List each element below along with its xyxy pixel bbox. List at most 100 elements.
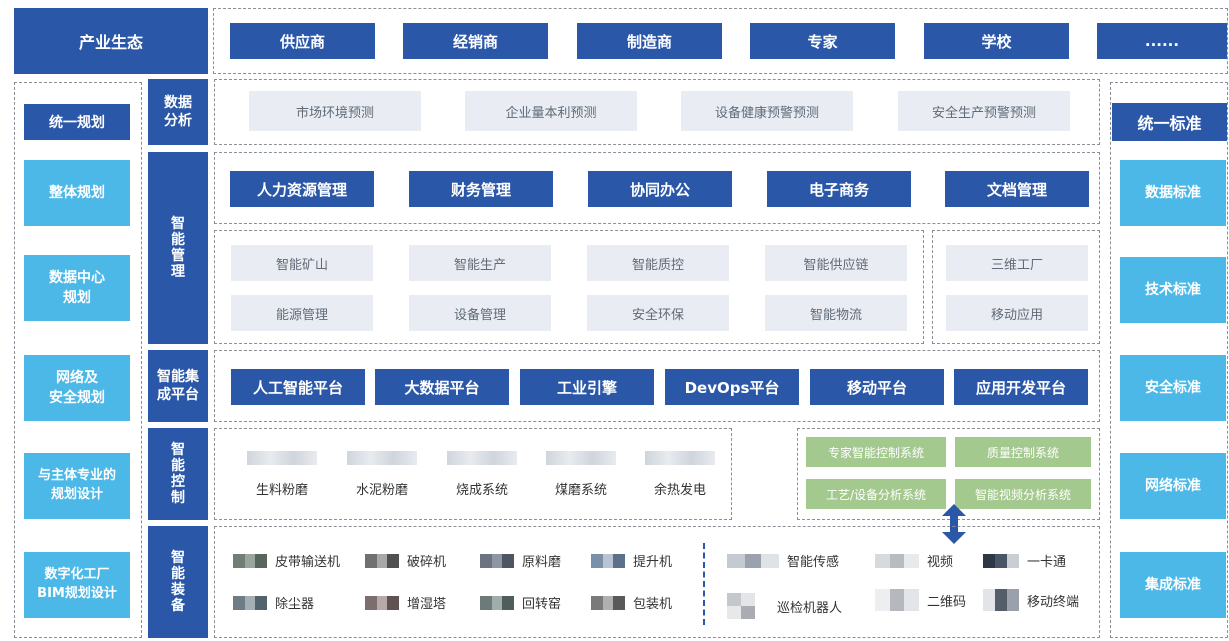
equipment-divider	[703, 543, 705, 625]
device-item: 巡检机器人	[727, 593, 842, 619]
mgmt-grid-item: 智能供应链	[765, 245, 907, 281]
device-item: 视频	[875, 551, 953, 570]
rotary-kiln-icon	[480, 595, 514, 610]
data-analysis-label: 数据 分析	[148, 79, 208, 145]
equipment-label: 除尘器	[275, 597, 315, 612]
right-title: 统一标准	[1112, 103, 1227, 141]
control-item: 生料粉磨	[237, 451, 327, 498]
left-title: 统一规划	[24, 104, 130, 140]
integration-container: 人工智能平台 大数据平台 工业引擎 DevOps平台 移动平台 应用开发平台	[214, 350, 1100, 422]
control-thumbnail-icon	[546, 451, 616, 465]
integration-item: 移动平台	[810, 369, 944, 405]
inspection-robot-icon	[727, 593, 755, 619]
control-label: 智 能 控 制	[148, 428, 208, 520]
control-item: 水泥粉磨	[337, 451, 427, 498]
equipment-label: 原料磨	[522, 555, 562, 570]
industry-item: 专家	[750, 23, 895, 59]
right-column	[1110, 82, 1228, 638]
mgmt-grid-item: 设备管理	[409, 295, 551, 331]
crusher-icon	[365, 553, 399, 568]
elevator-icon	[591, 553, 625, 568]
equipment-item: 提升机	[591, 551, 672, 570]
right-item: 网络标准	[1120, 453, 1226, 519]
analysis-item: 设备健康预警预测	[681, 91, 853, 131]
left-item: 数字化工厂 BIM规划设计	[24, 552, 130, 618]
control-system: 专家智能控制系统	[806, 437, 946, 467]
integration-label: 智能集 成平台	[148, 350, 208, 422]
control-item-label: 余热发电	[653, 483, 706, 498]
mgmt-top-item: 人力资源管理	[230, 171, 374, 207]
analysis-item: 市场环境预测	[249, 91, 421, 131]
device-label: 一卡通	[1027, 555, 1067, 570]
equipment-label: 提升机	[633, 555, 673, 570]
control-thumbnail-icon	[645, 451, 715, 465]
video-camera-icon	[875, 553, 919, 568]
left-item: 数据中心 规划	[24, 255, 130, 321]
integration-item: 应用开发平台	[954, 369, 1088, 405]
equipment-label: 破碎机	[407, 555, 447, 570]
mgmt-grid-item: 智能质控	[587, 245, 729, 281]
industry-item: ......	[1097, 23, 1227, 59]
right-item: 数据标准	[1120, 160, 1226, 226]
equipment-label: 智 能 装 备	[148, 526, 208, 638]
device-label: 视频	[927, 555, 954, 570]
double-arrow-icon	[942, 504, 966, 544]
control-item-label: 煤磨系统	[554, 483, 607, 498]
data-analysis-container: 市场环境预测 企业量本利预测 设备健康预警预测 安全生产预警预测	[214, 79, 1100, 145]
mgmt-grid-container: 智能矿山 智能生产 智能质控 智能供应链 能源管理 设备管理 安全环保 智能物流	[214, 230, 924, 344]
mgmt-grid-item: 智能生产	[409, 245, 551, 281]
equipment-item: 回转窑	[480, 593, 561, 612]
access-card-icon	[983, 553, 1019, 568]
device-item: 移动终端	[983, 589, 1079, 611]
mgmt-side-container: 三维工厂 移动应用	[932, 230, 1100, 344]
right-item: 安全标准	[1120, 355, 1226, 421]
equipment-item: 包装机	[591, 593, 672, 612]
control-thumbnail-icon	[447, 451, 517, 465]
analysis-item: 企业量本利预测	[465, 91, 637, 131]
equipment-item: 皮带输送机	[233, 551, 340, 570]
control-item-label: 生料粉磨	[255, 483, 308, 498]
mgmt-top-container: 人力资源管理 财务管理 协同办公 电子商务 文档管理	[214, 152, 1100, 224]
equipment-container: 皮带输送机 破碎机 原料磨 提升机 除尘器 增湿塔 回转窑 包装机 智能传感 视…	[214, 526, 1100, 638]
control-item: 煤磨系统	[536, 451, 626, 498]
industry-item: 经销商	[403, 23, 548, 59]
equipment-item: 增湿塔	[365, 593, 446, 612]
control-item-label: 烧成系统	[455, 483, 508, 498]
dust-collector-icon	[233, 595, 267, 610]
control-thumbnail-icon	[347, 451, 417, 465]
device-label: 巡检机器人	[777, 600, 843, 616]
industry-item: 学校	[924, 23, 1069, 59]
left-item: 与主体专业的 规划设计	[24, 453, 130, 519]
qr-code-icon	[875, 589, 919, 611]
mgmt-top-item: 协同办公	[588, 171, 732, 207]
integration-item: 大数据平台	[375, 369, 509, 405]
mgmt-side-item: 移动应用	[946, 295, 1088, 331]
device-label: 二维码	[927, 594, 967, 610]
packer-icon	[591, 595, 625, 610]
raw-mill-icon	[480, 553, 514, 568]
control-systems-container: 专家智能控制系统 质量控制系统 工艺/设备分析系统 智能视频分析系统	[797, 428, 1100, 520]
device-item: 二维码	[875, 589, 966, 611]
left-column	[14, 82, 142, 638]
control-system: 质量控制系统	[955, 437, 1091, 467]
device-item: 一卡通	[983, 551, 1066, 570]
control-system: 工艺/设备分析系统	[806, 479, 946, 509]
equipment-item: 原料磨	[480, 551, 561, 570]
mgmt-grid-item: 安全环保	[587, 295, 729, 331]
device-label: 智能传感	[787, 555, 840, 570]
control-container: 生料粉磨 水泥粉磨 烧成系统 煤磨系统 余热发电	[214, 428, 732, 520]
equipment-item: 破碎机	[365, 551, 446, 570]
mgmt-top-item: 财务管理	[409, 171, 553, 207]
equipment-label: 增湿塔	[407, 597, 447, 612]
left-item: 网络及 安全规划	[24, 355, 130, 421]
control-item: 烧成系统	[437, 451, 527, 498]
control-item: 余热发电	[635, 451, 725, 498]
analysis-item: 安全生产预警预测	[898, 91, 1070, 131]
industry-item: 供应商	[230, 23, 375, 59]
device-label: 移动终端	[1027, 594, 1080, 610]
mgmt-grid-item: 智能矿山	[231, 245, 373, 281]
smart-mgmt-label: 智 能 管 理	[148, 152, 208, 344]
conveyor-icon	[233, 553, 267, 568]
equipment-item: 除尘器	[233, 593, 314, 612]
right-item: 技术标准	[1120, 257, 1226, 323]
